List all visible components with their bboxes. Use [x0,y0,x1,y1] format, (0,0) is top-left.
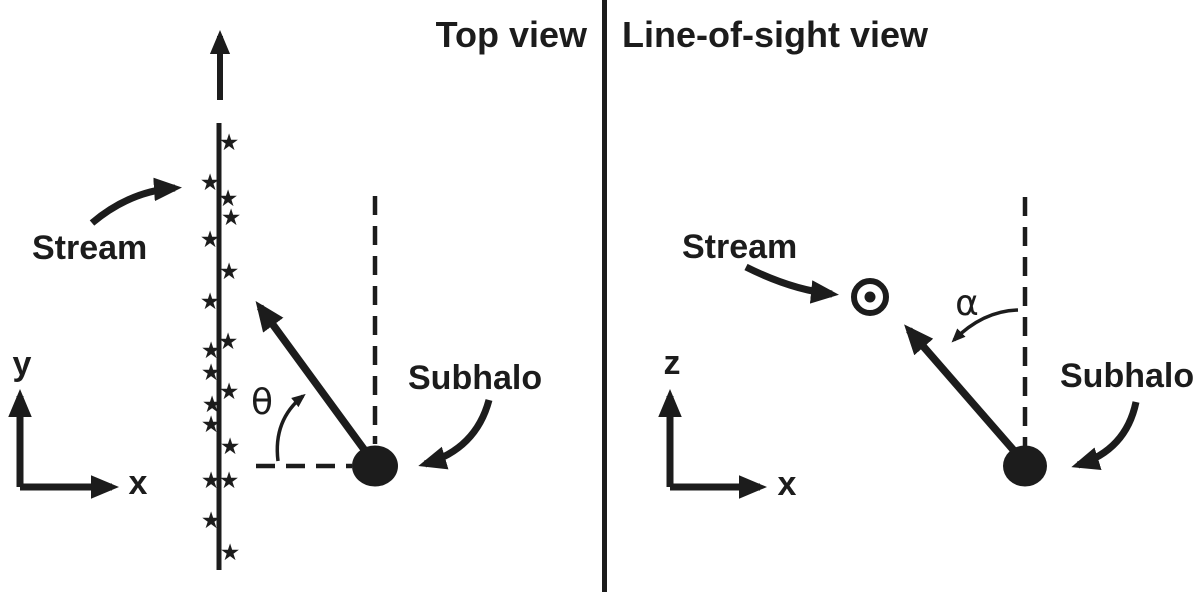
out-of-page-dot [864,291,876,303]
out-of-page-circle [851,278,889,316]
star-icon: ★ [200,289,221,315]
top-view-axes: y x [8,345,148,502]
y-axis-label: y [13,345,32,383]
alpha-angle-arc-icon [951,308,1019,343]
subhalo-velocity-arrow-icon [255,300,378,466]
star-icon: ★ [219,468,240,494]
z-axis-label: z [664,344,681,382]
line-of-sight-view-title: Line-of-sight view [622,14,929,55]
stream-label: Stream [32,229,147,267]
star-icon: ★ [218,329,239,355]
star-icon: ★ [218,186,239,212]
theta-angle-arc-icon [275,393,306,462]
star-icon: ★ [200,227,221,253]
star-icon: ★ [201,338,222,364]
panel-top-view: Top view ★★★★★★★★★★★★★★★★★★ Stream θ Sub… [8,14,588,570]
subhalo-label: Subhalo [1060,357,1194,395]
stream-label: Stream [682,228,797,266]
star-icon: ★ [219,259,240,285]
line-of-sight-axes: z x [658,344,797,503]
star-icon: ★ [201,412,222,438]
panel-divider [602,0,607,592]
subhalo-velocity-arrow-icon [904,324,1026,464]
x-axis-label: x [778,465,797,503]
stream-pointer-arrow-icon [89,177,182,226]
star-icon: ★ [201,360,222,386]
alpha-symbol: α [955,283,979,324]
theta-symbol: θ [251,382,273,423]
subhalo-label: Subhalo [408,359,542,397]
star-icon: ★ [201,508,222,534]
x-axis-label: x [129,464,148,502]
stream-pointer-arrow-icon [744,263,839,304]
subhalo-dot [352,445,398,487]
star-icon: ★ [219,130,240,156]
star-icon: ★ [220,434,241,460]
star-icon: ★ [219,379,240,405]
star-icon: ★ [201,468,222,494]
star-icon: ★ [220,540,241,566]
star-icon: ★ [202,392,223,418]
stream-stars: ★★★★★★★★★★★★★★★★★★ [200,130,242,566]
star-icon: ★ [200,170,221,196]
subhalo-dot [1003,445,1047,487]
panel-line-of-sight-view: Line-of-sight view Stream α Subhalo [622,14,1194,503]
subhalo-pointer-arrow-icon [418,399,493,470]
star-icon: ★ [221,205,242,231]
out-of-page-symbol-icon [851,278,889,316]
top-view-title: Top view [436,14,588,55]
subhalo-pointer-arrow-icon [1071,401,1140,470]
